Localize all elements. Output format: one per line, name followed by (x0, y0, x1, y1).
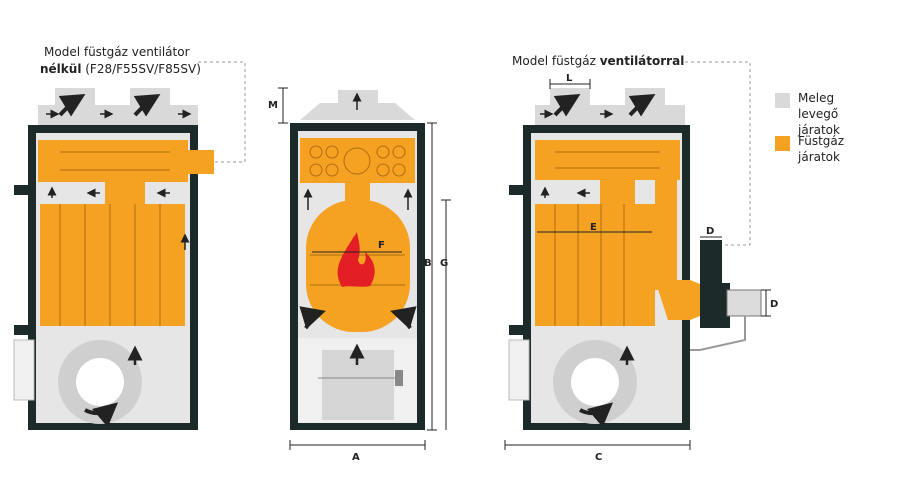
fan-motor (726, 289, 762, 317)
legend-label-flue: Füstgáz járatok (798, 134, 845, 164)
legend-swatch-flue (775, 136, 790, 151)
dim-label-b: B (424, 258, 432, 269)
legend-swatch-air (775, 93, 790, 108)
dim-label-e: E (590, 222, 597, 233)
caption-without-fan-line1: Model füstgáz ventilátor (44, 45, 190, 59)
flame-icon (337, 232, 375, 287)
left-flue-tube (38, 140, 188, 182)
caption-without-fan-models: (F28/F55SV/F85SV) (81, 62, 201, 76)
caption-with-fan: Model füstgáz ventilátorral (512, 53, 684, 69)
right-flue-duct (655, 180, 677, 290)
legend-item-flue: Füstgáz járatok (775, 133, 878, 165)
caption-with-fan-bold: ventilátorral (599, 54, 685, 68)
right-unit (504, 61, 771, 450)
left-heat-exchanger (40, 204, 185, 326)
left-flue-outlet (188, 150, 214, 174)
caption-without-fan-line2: nélkül (F28/F55SV/F85SV) (40, 61, 201, 77)
dim-label-m: M (268, 100, 278, 111)
dim-label-l: L (566, 73, 573, 84)
legend-item-air: Meleg levegő járatok (775, 90, 878, 138)
dim-label-f: F (378, 240, 385, 251)
dim-label-d-top: D (706, 226, 714, 237)
caption-with-fan-plain: Model füstgáz (512, 54, 600, 68)
flue-fan (700, 240, 722, 285)
legend-label-air: Meleg levegő járatok (798, 91, 840, 137)
dim-label-a: A (352, 452, 360, 463)
dim-label-c: C (595, 452, 602, 463)
left-unit (13, 61, 246, 430)
dim-label-d-side: D (770, 299, 778, 310)
dim-label-g: G (440, 258, 448, 269)
caption-without-fan-bold: nélkül (40, 62, 82, 76)
middle-unit (278, 87, 451, 450)
